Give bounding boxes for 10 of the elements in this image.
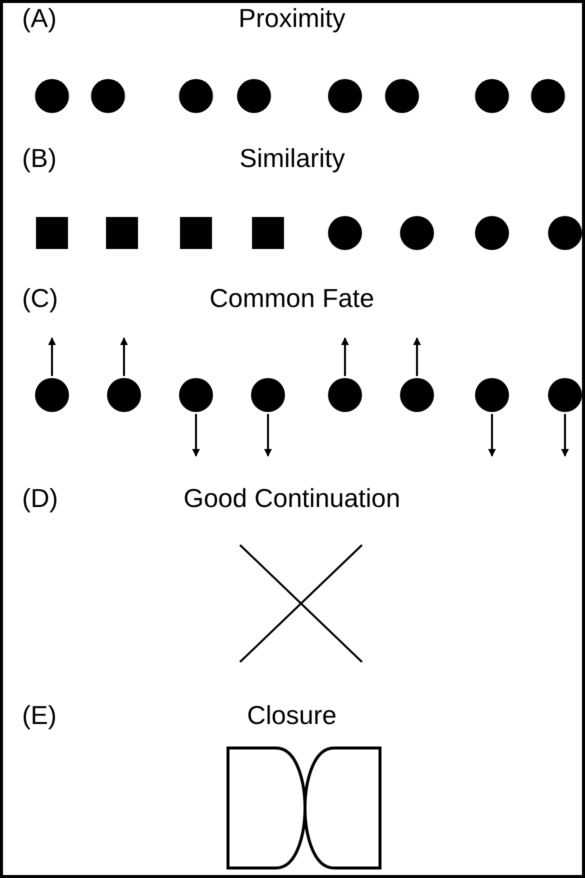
principle-title: Proximity (238, 3, 346, 33)
panel-label: (C) (22, 283, 58, 313)
principle-title: Similarity (240, 143, 345, 173)
panel-label: (A) (22, 3, 57, 33)
principle-title: Closure (247, 700, 337, 730)
principle-title: Common Fate (210, 283, 374, 313)
panel-label: (B) (22, 143, 57, 173)
principle-title: Good Continuation (184, 483, 400, 513)
panel-label: (D) (22, 483, 58, 513)
panel-label: (E) (22, 700, 57, 730)
